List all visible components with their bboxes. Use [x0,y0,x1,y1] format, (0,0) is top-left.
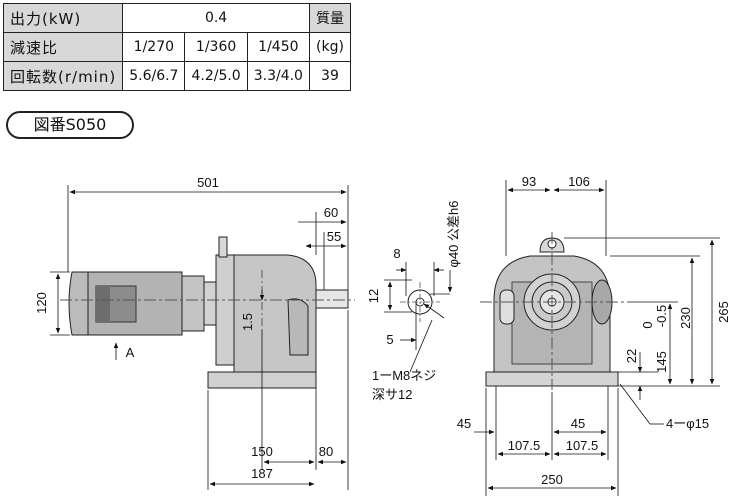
mass-unit: (kg) [308,32,351,62]
view-arrow-label: A [126,345,135,360]
table-row: 出力(kW) 0.4 質量 [2,3,351,33]
dim-tol-lower: -0.5 [654,305,669,327]
dim-45-right: 45 [571,416,585,431]
ratio-label: 減速比 [2,32,124,62]
motor-body [68,271,217,336]
dim-60: 60 [324,205,338,220]
output-label: 出力(kW) [2,3,124,33]
dim-187: 187 [251,466,273,481]
ratio-cell: 1/270 [122,32,186,62]
tap-note: 1ーM8ネジ [372,368,436,383]
front-view [480,232,630,390]
dim-150: 150 [251,444,273,459]
output-value: 0.4 [122,3,310,33]
holes-note: 4ーφ15 [666,416,709,431]
shaft-diameter: φ40 公差h6 [446,201,461,268]
dim-230: 230 [678,307,693,329]
ratio-cell: 1/360 [184,32,248,62]
shaft-end-detail [384,262,453,373]
side-view [60,236,355,389]
side-view-dim-labels: 501 60 55 120 1.5 A 150 80 187 [34,175,341,481]
dim-80: 80 [319,444,333,459]
spec-table: 出力(kW) 0.4 質量 減速比 1/270 1/360 1/450 (kg)… [2,3,351,91]
mass-value: 39 [308,61,351,91]
front-view-dimensions [474,180,720,496]
gear-case [207,236,349,389]
dim-key-5: 5 [386,332,393,347]
side-view-dimensions [50,185,349,490]
speed-cell: 3.3/4.0 [246,61,310,91]
dim-22: 22 [624,349,639,363]
dim-93: 93 [522,174,536,189]
table-row: 回転数(r/min) 5.6/6.7 4.2/5.0 3.3/4.0 39 [2,61,351,91]
table-row: 減速比 1/270 1/360 1/450 (kg) [2,32,351,62]
dim-key-12: 12 [366,289,381,303]
dim-265: 265 [716,301,731,323]
dim-1-5: 1.5 [240,313,255,331]
dim-145: 145 [654,351,669,373]
speed-cell: 5.6/6.7 [122,61,186,91]
figure-label: 図番S050 [6,111,134,139]
front-view-dim-labels: 93 106 265 230 0 -0.5 145 22 45 45 107.5… [457,174,731,487]
dim-501: 501 [197,175,219,190]
tap-depth: 深サ12 [372,387,412,402]
mass-header: 質量 [308,3,351,33]
dim-250: 250 [541,472,563,487]
speed-label: 回転数(r/min) [2,61,124,91]
dim-key-8: 8 [393,246,400,261]
dim-107-5-left: 107.5 [508,438,541,453]
dim-107-5-right: 107.5 [566,438,599,453]
dim-45-left: 45 [457,416,471,431]
dim-120: 120 [34,292,49,314]
dim-106: 106 [568,174,590,189]
dim-55: 55 [327,229,341,244]
shaft-end-dim-labels: 8 12 5 φ40 公差h6 1ーM8ネジ 深サ12 [366,201,461,402]
dim-tol-upper: 0 [640,321,655,328]
